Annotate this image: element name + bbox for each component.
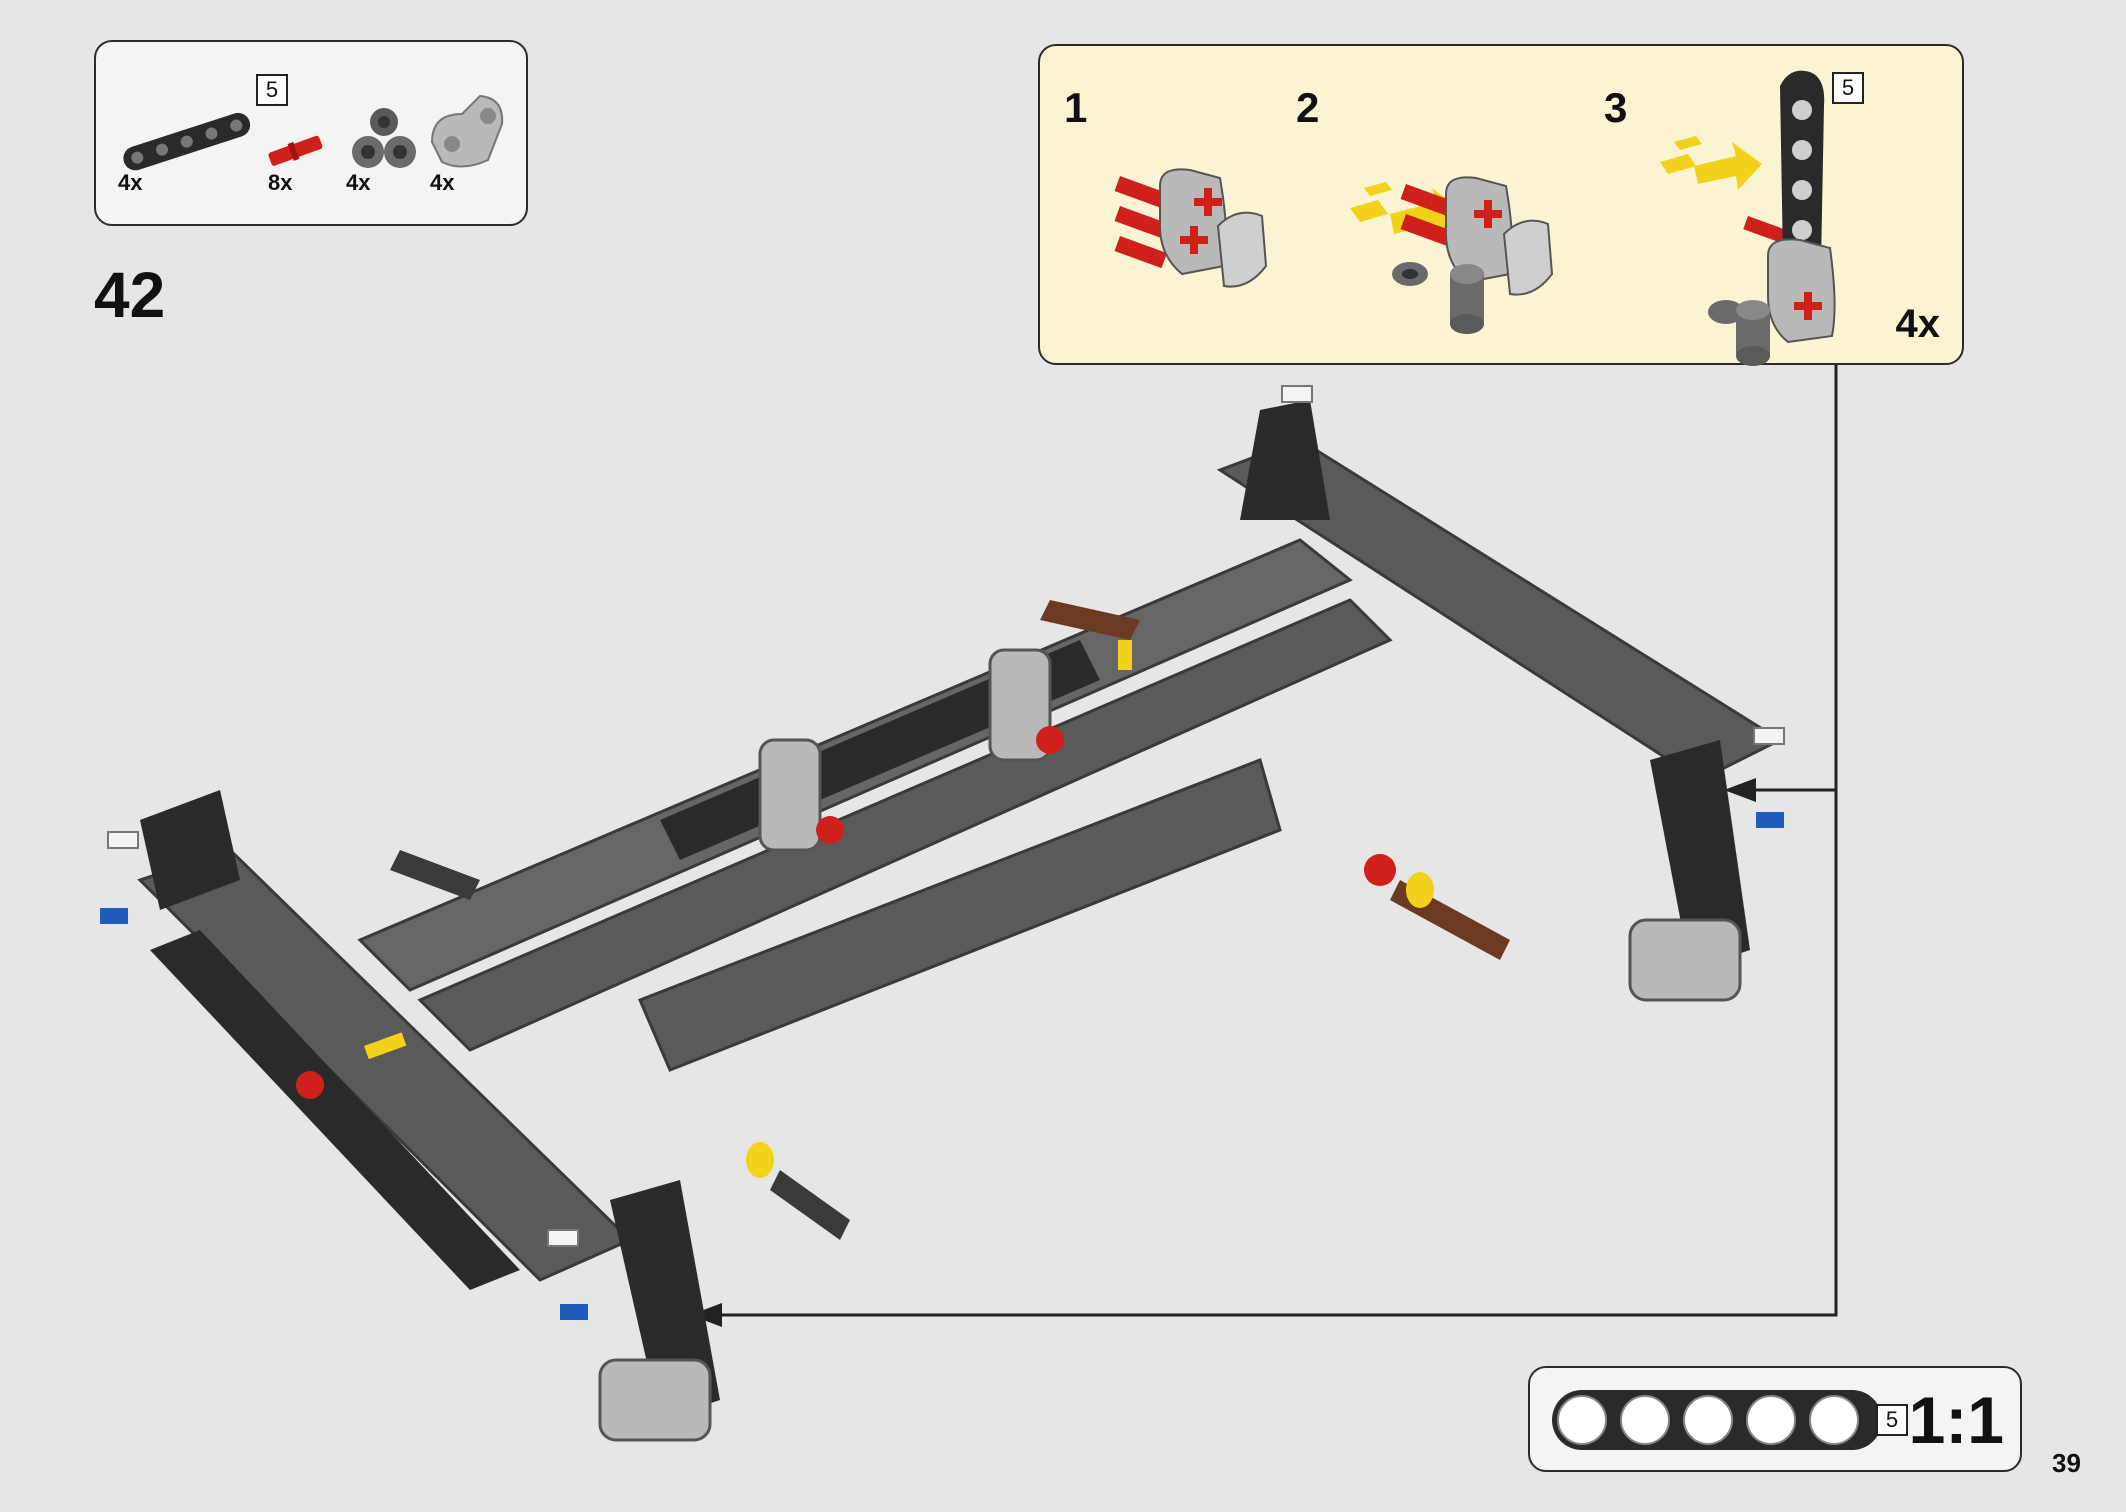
beam-size-box: 5 — [256, 74, 288, 106]
connector-dark-gray-icon — [352, 108, 416, 168]
qty-angled-beam: 4x — [430, 170, 455, 195]
sub-assembly-multiplier: 4x — [1895, 302, 1941, 346]
qty-connector: 4x — [346, 170, 371, 195]
sub-step-2: 2 — [1296, 84, 1320, 131]
scale-ratio: 1:1 — [1908, 1383, 2004, 1457]
qty-beam: 4x — [118, 170, 143, 195]
scale-beam-size-box: 5 — [1876, 1404, 1908, 1436]
angled-beam-light-gray-icon — [430, 94, 504, 168]
sub-step-3: 3 — [1604, 84, 1628, 131]
sub-assembly-panel: 1 2 3 — [1038, 44, 1964, 366]
sub-beam-size-box: 5 — [1832, 72, 1864, 104]
page-number: 39 — [2052, 1448, 2081, 1478]
sub-step-1: 1 — [1064, 84, 1088, 131]
qty-pin: 8x — [268, 170, 293, 195]
scale-beam-icon — [1552, 1390, 1882, 1450]
scale-reference-panel: 5 1:1 — [1528, 1366, 2022, 1472]
parts-panel: 5 4x 8x 4x 4x — [94, 40, 528, 226]
sub-step-1-illustration — [1114, 70, 1836, 366]
beam-5-icon — [123, 112, 251, 171]
axle-pin-red-icon — [268, 135, 323, 166]
step-number: 42 — [94, 259, 166, 331]
